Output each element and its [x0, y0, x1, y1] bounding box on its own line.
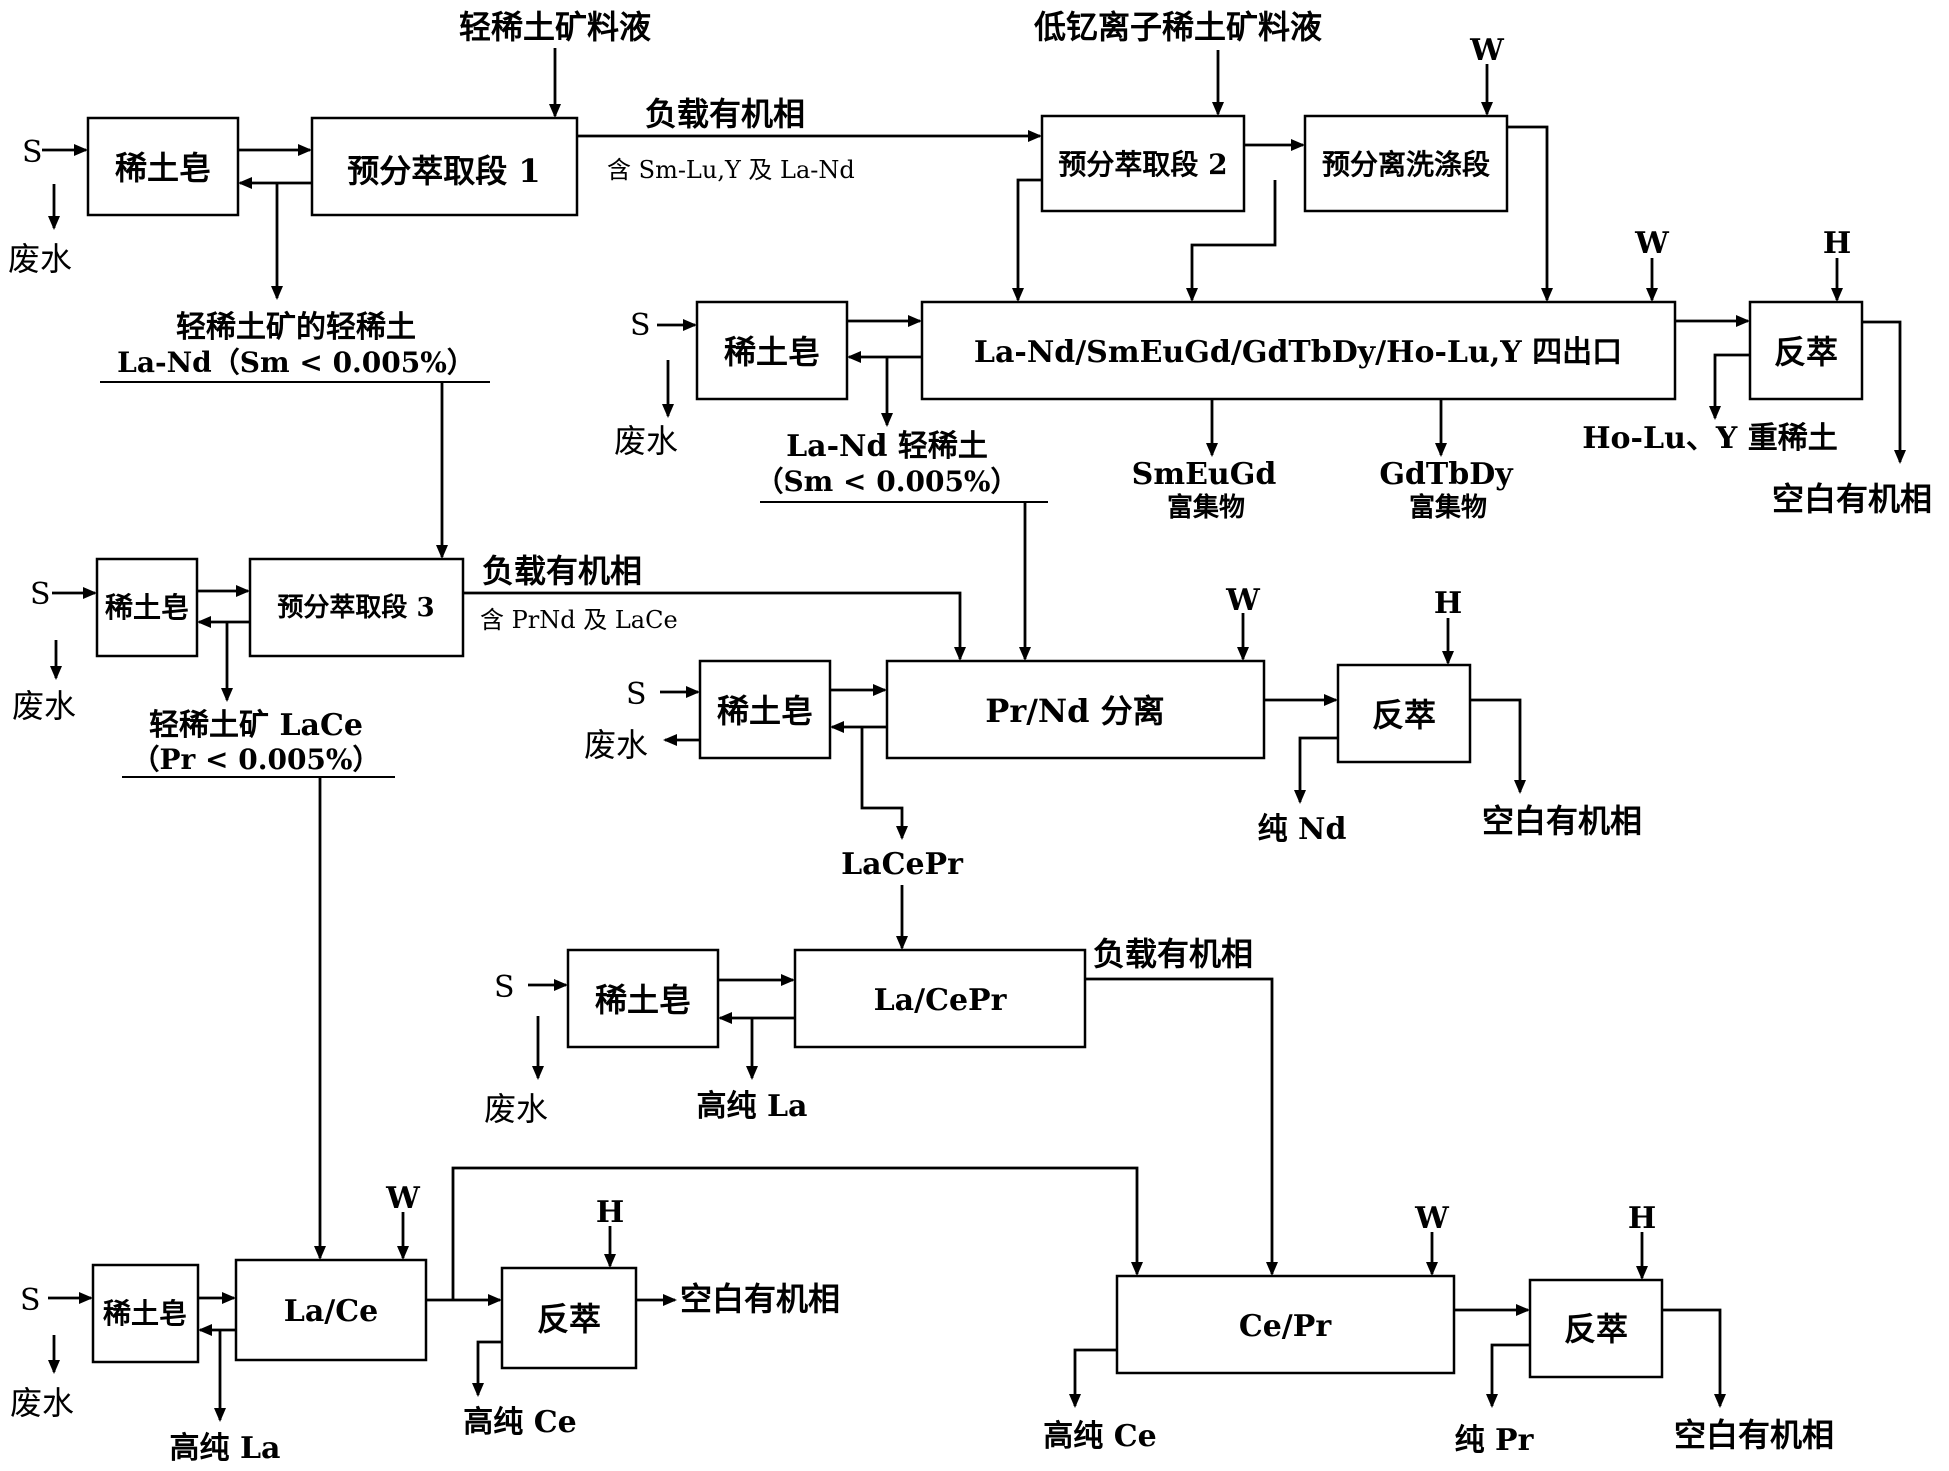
- smeugd-label-1: SmEuGd: [1132, 457, 1277, 492]
- h-label-1: H: [1823, 226, 1851, 261]
- hp-ce-label-2: 高纯 Ce: [1043, 1419, 1156, 1454]
- soap3-label: 稀土皂: [105, 591, 189, 624]
- w-label-1: W: [1469, 33, 1505, 68]
- pre1-label: 预分萃取段 1: [347, 152, 540, 190]
- hp-ce-label-1: 高纯 Ce: [463, 1405, 576, 1440]
- soap5-label: 稀土皂: [595, 981, 691, 1019]
- w-label-5: W: [1414, 1201, 1450, 1236]
- holu-label: Ho-Lu、Y 重稀土: [1582, 421, 1838, 456]
- pure-nd-label: 纯 Nd: [1258, 812, 1347, 847]
- light-re-label-2: La-Nd（Sm < 0.005%）: [117, 346, 475, 379]
- loaded-org-label-1: 负载有机相: [645, 95, 805, 133]
- soap6-label: 稀土皂: [103, 1297, 187, 1330]
- four-outlet-label: La-Nd/SmEuGd/GdTbDy/Ho-Lu,Y 四出口: [974, 335, 1622, 370]
- feed-light-label: 轻稀土矿料液: [459, 8, 651, 46]
- land-label-1: La-Nd 轻稀土: [786, 429, 988, 464]
- light-re-label-1: 轻稀土矿的轻稀土: [176, 310, 416, 345]
- lace-ore-label-2: （Pr < 0.005%）: [131, 743, 380, 776]
- s-label-4: S: [626, 677, 647, 712]
- s-label-1: S: [22, 135, 43, 170]
- loaded-org-label-2: 负载有机相: [482, 552, 642, 590]
- lacepr-stream-label: LaCePr: [841, 847, 964, 882]
- strip4-label: 反萃: [1564, 1310, 1628, 1348]
- contains-3-label: 含 PrNd 及 LaCe: [480, 606, 678, 634]
- waste-label-4: 废水: [584, 726, 648, 764]
- blank-org-label-3: 空白有机相: [680, 1280, 840, 1318]
- land-label-2: （Sm < 0.005%）: [755, 465, 1018, 498]
- smeugd-label-2: 富集物: [1167, 492, 1245, 523]
- prewash-label: 预分离洗涤段: [1322, 148, 1490, 181]
- blank-org-label-1: 空白有机相: [1772, 480, 1932, 518]
- gdtbdy-label-2: 富集物: [1409, 492, 1487, 523]
- h-label-2: H: [1434, 586, 1462, 621]
- h-label-4: H: [1628, 1201, 1656, 1236]
- h-label-3: H: [596, 1195, 624, 1230]
- gdtbdy-label-1: GdTbDy: [1379, 457, 1514, 492]
- contains-1-label: 含 Sm-Lu,Y 及 La-Nd: [607, 156, 855, 184]
- w-label-2: W: [1634, 226, 1670, 261]
- waste-label-2: 废水: [614, 422, 678, 460]
- pre2-label: 预分萃取段 2: [1058, 148, 1227, 181]
- s-label-3: S: [30, 577, 51, 612]
- strip1-label: 反萃: [1774, 333, 1838, 371]
- waste-label-6: 废水: [10, 1384, 74, 1422]
- w-label-3: W: [1225, 583, 1261, 618]
- strip2-label: 反萃: [1372, 696, 1436, 734]
- pure-pr-label: 纯 Pr: [1455, 1423, 1535, 1458]
- lace-ore-label-1: 轻稀土矿 LaCe: [149, 708, 363, 743]
- s-label-6: S: [20, 1283, 41, 1318]
- feed-ion-label: 低钇离子稀土矿料液: [1034, 8, 1322, 46]
- blank-org-label-2: 空白有机相: [1482, 802, 1642, 840]
- waste-label-1: 废水: [8, 240, 72, 278]
- hp-la-label-2: 高纯 La: [170, 1431, 281, 1466]
- soap2-label: 稀土皂: [724, 333, 820, 371]
- strip3-label: 反萃: [537, 1300, 601, 1338]
- soap4-label: 稀土皂: [717, 692, 813, 730]
- pre3-label: 预分萃取段 3: [277, 592, 434, 623]
- hp-la-label-1: 高纯 La: [697, 1089, 808, 1124]
- prnd-label: Pr/Nd 分离: [985, 692, 1164, 730]
- lace-label: La/Ce: [284, 1294, 378, 1329]
- blank-org-label-4: 空白有机相: [1674, 1416, 1834, 1454]
- loaded-org-label-3: 负载有机相: [1093, 935, 1253, 973]
- soap1-label: 稀土皂: [115, 149, 211, 187]
- cepr-label: Ce/Pr: [1239, 1309, 1332, 1344]
- w-label-4: W: [385, 1181, 421, 1216]
- waste-label-3: 废水: [12, 687, 76, 725]
- waste-label-5: 废水: [484, 1090, 548, 1128]
- lacepr-label: La/CePr: [874, 983, 1008, 1018]
- s-label-5: S: [494, 970, 515, 1005]
- s-label-2: S: [630, 308, 651, 343]
